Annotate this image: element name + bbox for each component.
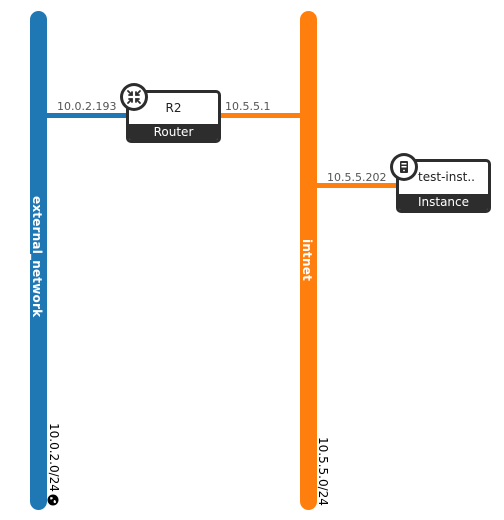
router-node-r2[interactable]: R2 Router (126, 90, 221, 143)
router-external-ip: 10.0.2.193 (57, 100, 117, 113)
intnet-network-bar[interactable] (300, 11, 317, 510)
server-icon (390, 153, 418, 181)
router-type-label: Router (129, 124, 218, 140)
router-name: R2 (165, 101, 182, 115)
router-icon (120, 83, 148, 111)
instance-name: test-inst.. (418, 170, 475, 184)
router-internal-link (217, 113, 303, 118)
instance-link (315, 183, 401, 188)
external-network-name: external_network (30, 196, 44, 318)
router-internal-ip: 10.5.5.1 (225, 100, 271, 113)
intnet-network-name: intnet (300, 239, 314, 282)
external-network-cidr: 10.0.2.0/24 (47, 423, 61, 492)
instance-ip: 10.5.5.202 (327, 171, 387, 184)
external-network-bar[interactable] (30, 11, 47, 510)
intnet-network-cidr: 10.5.5.0/24 (316, 437, 330, 506)
globe-icon (47, 494, 59, 506)
instance-type-label: Instance (399, 194, 488, 210)
router-external-link (44, 113, 130, 118)
